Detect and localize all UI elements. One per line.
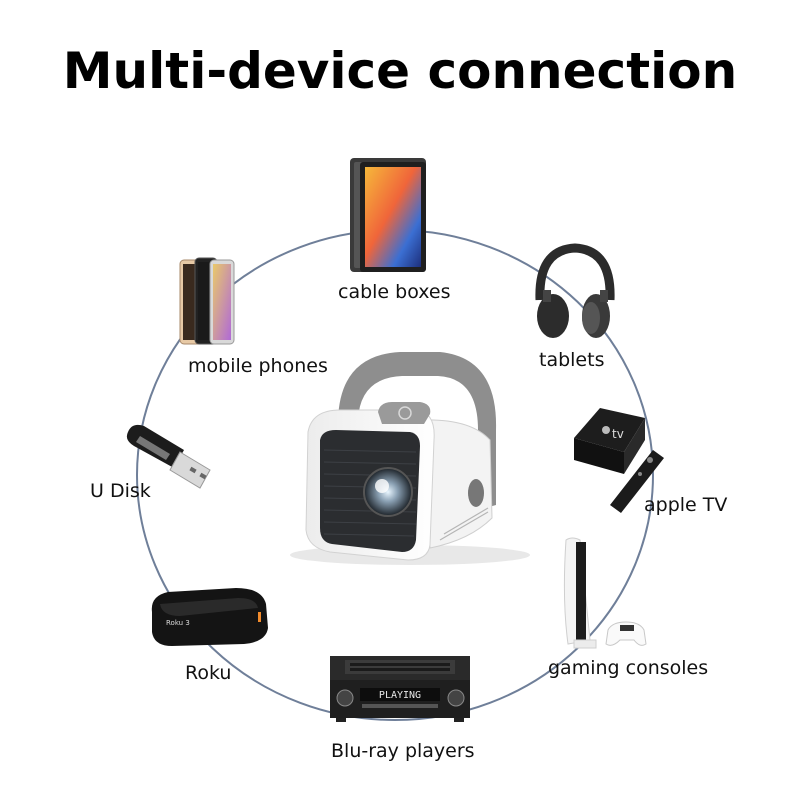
game-console-icon: [563, 537, 647, 649]
device-label-blu-ray-players: Blu-ray players: [331, 740, 475, 762]
device-label-gaming-consoles: gaming consoles: [548, 657, 709, 679]
page-title: Multi-device connection: [62, 42, 738, 100]
tablet-icon: [350, 158, 426, 272]
device-label-mobile-phones: mobile phones: [188, 355, 328, 377]
apple-tv-logo-text: tv: [612, 427, 624, 441]
receiver-display-text: PLAYING: [379, 690, 421, 701]
device-label-tablets: tablets: [539, 349, 605, 371]
usb-drive-icon: [126, 424, 211, 489]
device-label-apple-tv: apple TV: [644, 494, 728, 516]
roku-logo-text: Roku 3: [166, 619, 190, 627]
roku-box-icon: Roku 3: [151, 588, 268, 646]
av-receiver-icon: PLAYING: [330, 656, 470, 722]
device-label-cable-boxes: cable boxes: [338, 281, 451, 303]
apple-tv-icon: tv: [574, 408, 664, 513]
headphones-icon: [535, 243, 615, 338]
device-label-roku: Roku: [185, 662, 232, 684]
smartphones-icon: [179, 257, 235, 345]
device-label-u-disk: U Disk: [90, 480, 151, 502]
projector-image: [290, 352, 530, 565]
